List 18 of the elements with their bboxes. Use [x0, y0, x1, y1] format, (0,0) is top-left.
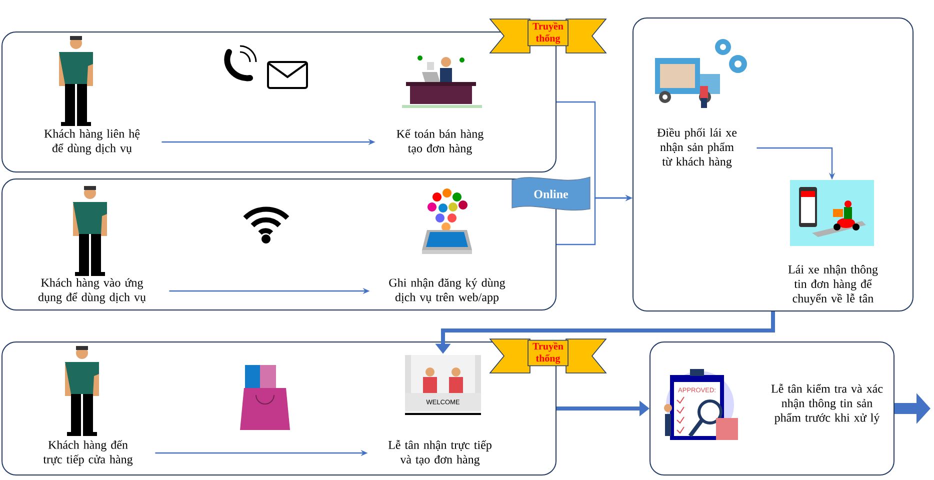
node-label: Truyền thống [532, 22, 564, 44]
ribbon-banner: Truyền thống [489, 338, 607, 374]
step-text: Lái xe nhận thông tin đơn hàng để chuyển về lễ tân [788, 265, 878, 305]
step-text: Khách hàng liên hệ để dùng dịch vụ [44, 129, 140, 155]
panel-box [650, 342, 894, 476]
step-text: Lễ tân kiểm tra và xác nhận thông tin sản phẩm trước khi xử lý [771, 384, 883, 424]
step-text: Kế toán bán hàng tạo đơn hàng [396, 129, 484, 155]
step-text: Lễ tân nhận trực tiếp và tạo đơn hàng [388, 440, 492, 466]
ribbon-banner: Truyền thống [489, 18, 607, 54]
reception-desk-picture [405, 355, 481, 415]
online-flag: Online [512, 176, 590, 211]
node-label: Truyền thống [532, 342, 564, 364]
step-text: Điều phối lái xe nhận sản phẩm từ khách hàng [657, 128, 737, 168]
panel-box [632, 18, 914, 312]
step-text: Khách hàng đến trực tiếp cửa hàng [43, 440, 133, 466]
step-text: Khách hàng vào ứng dụng để dùng dịch vụ [38, 278, 146, 304]
step-text: Ghi nhận đăng ký dùng dịch vụ trên web/app [389, 278, 506, 304]
delivery-picture [790, 180, 874, 246]
